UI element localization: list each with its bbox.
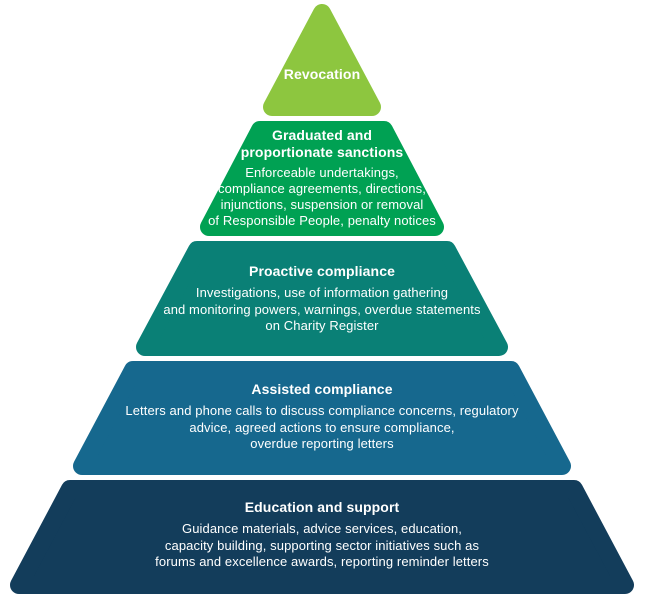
tier-graduated-sanctions-shape	[200, 121, 444, 236]
tier-assisted-compliance-shape	[73, 361, 571, 475]
tier-revocation-shape	[263, 4, 381, 116]
tier-proactive-compliance-shape	[136, 241, 508, 356]
tier-education-support-shape	[10, 480, 634, 594]
